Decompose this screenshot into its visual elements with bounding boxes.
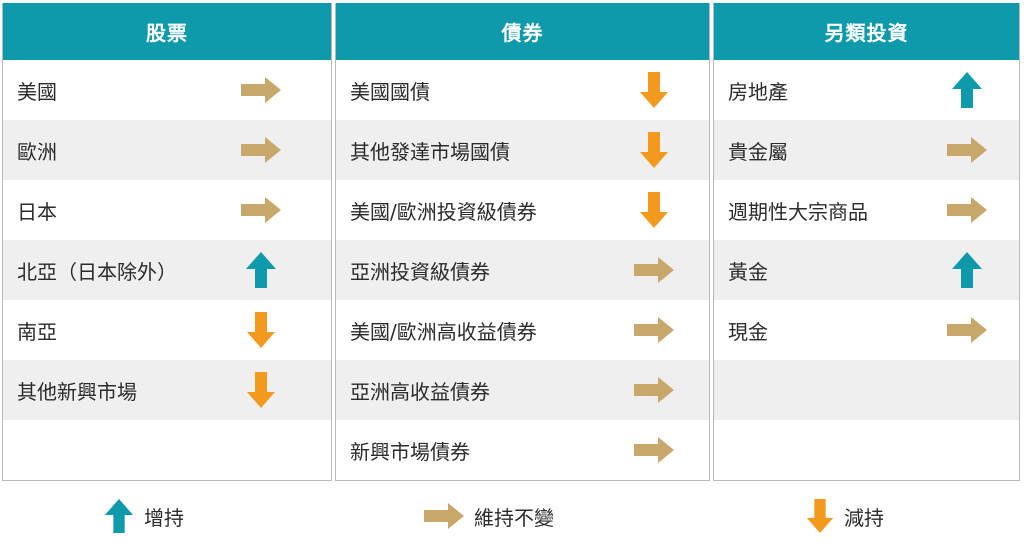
table-row: 現金 (714, 300, 1019, 360)
empty-row (714, 420, 1019, 480)
outlook-table: 股票 美國 歐洲 日本 北亞（日本除外） 南亞 (2, 3, 1020, 481)
table-row: 美國 (3, 60, 331, 120)
row-label: 美國國債 (350, 79, 430, 104)
legend-label: 維持不變 (474, 505, 554, 530)
right-arrow-icon (191, 197, 331, 223)
bonds-column: 債券 美國國債 其他發達市場國債 美國/歐洲投資級債券 亞洲投資級債券 (335, 3, 710, 481)
row-label: 美國/歐洲投資級債券 (350, 199, 537, 224)
alternatives-column: 另類投資 房地產 貴金屬 週期性大宗商品 黃金 現金 (713, 3, 1020, 481)
table-row: 美國/歐洲高收益債券 (336, 300, 709, 360)
up-arrow-icon (104, 499, 134, 533)
row-label: 房地產 (728, 79, 788, 104)
down-arrow-icon (599, 192, 709, 228)
table-row: 日本 (3, 180, 331, 240)
column-header: 另類投資 (714, 3, 1019, 60)
table-row: 黃金 (714, 240, 1019, 300)
row-label: 南亞 (17, 319, 57, 344)
down-arrow-icon (191, 312, 331, 348)
table-row: 南亞 (3, 300, 331, 360)
row-label: 其他新興市場 (17, 379, 137, 404)
right-arrow-icon (599, 257, 709, 283)
legend-label: 減持 (844, 505, 884, 530)
legend-item-up: 增持 (104, 490, 184, 542)
legend: 增持 維持不變 減持 (0, 490, 1024, 542)
table-row: 房地產 (714, 60, 1019, 120)
down-arrow-icon (599, 132, 709, 168)
table-row: 亞洲高收益債券 (336, 360, 709, 420)
legend-item-down: 減持 (806, 490, 884, 542)
up-arrow-icon (191, 252, 331, 288)
down-arrow-icon (599, 72, 709, 108)
row-label: 亞洲高收益債券 (350, 379, 490, 404)
row-label: 歐洲 (17, 139, 57, 164)
row-label: 其他發達市場國債 (350, 139, 510, 164)
row-label: 貴金屬 (728, 139, 788, 164)
down-arrow-icon (191, 372, 331, 408)
right-arrow-icon (599, 317, 709, 343)
column-header: 股票 (3, 3, 331, 60)
table-row: 貴金屬 (714, 120, 1019, 180)
column-header: 債券 (336, 3, 709, 60)
right-arrow-icon (599, 377, 709, 403)
right-arrow-icon (191, 137, 331, 163)
right-arrow-icon (915, 197, 1019, 223)
row-label: 黃金 (728, 259, 768, 284)
row-label: 週期性大宗商品 (728, 199, 868, 224)
down-arrow-icon (806, 499, 834, 533)
table-row: 其他新興市場 (3, 360, 331, 420)
table-row: 週期性大宗商品 (714, 180, 1019, 240)
row-label: 新興市場債券 (350, 439, 470, 464)
table-row: 新興市場債券 (336, 420, 709, 480)
up-arrow-icon (915, 252, 1019, 288)
right-arrow-icon (191, 77, 331, 103)
legend-label: 增持 (144, 505, 184, 530)
table-row: 亞洲投資級債券 (336, 240, 709, 300)
row-label: 美國 (17, 79, 57, 104)
table-row: 歐洲 (3, 120, 331, 180)
table-row: 美國/歐洲投資級債券 (336, 180, 709, 240)
right-arrow-icon (915, 137, 1019, 163)
table-row: 美國國債 (336, 60, 709, 120)
right-arrow-icon (424, 503, 464, 529)
row-label: 亞洲投資級債券 (350, 259, 490, 284)
row-label: 北亞（日本除外） (17, 259, 177, 284)
right-arrow-icon (599, 437, 709, 463)
table-row: 其他發達市場國債 (336, 120, 709, 180)
empty-row (714, 360, 1019, 420)
up-arrow-icon (915, 72, 1019, 108)
row-label: 美國/歐洲高收益債券 (350, 319, 537, 344)
legend-item-neutral: 維持不變 (424, 490, 554, 542)
row-label: 日本 (17, 199, 57, 224)
right-arrow-icon (915, 317, 1019, 343)
table-row: 北亞（日本除外） (3, 240, 331, 300)
equities-column: 股票 美國 歐洲 日本 北亞（日本除外） 南亞 (2, 3, 332, 481)
row-label: 現金 (728, 319, 768, 344)
empty-row (3, 420, 331, 480)
